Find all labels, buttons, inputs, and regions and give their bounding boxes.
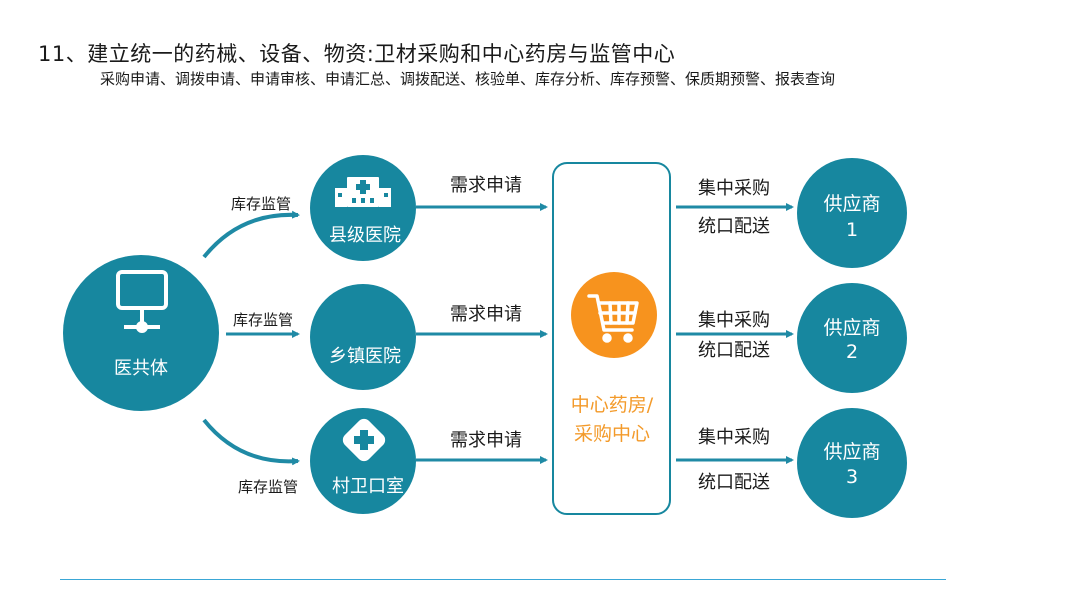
inventory-label-top: 库存监管 bbox=[231, 195, 291, 213]
center-label-line2: 采购中心 bbox=[574, 423, 650, 445]
supplier-3: 供应商 3 bbox=[797, 408, 907, 518]
purchase-label-3: 集中采购 bbox=[698, 427, 770, 448]
delivery-label-3: 统口配送 bbox=[698, 472, 770, 493]
arrow-hub-to-county bbox=[202, 210, 300, 259]
supplier-3-name: 供应商 bbox=[823, 441, 880, 463]
bottom-divider bbox=[60, 579, 946, 580]
request-label-county: 需求申请 bbox=[450, 175, 522, 196]
delivery-label-1: 统口配送 bbox=[698, 216, 770, 237]
facility-village-clinic: 村卫口室 bbox=[310, 408, 416, 514]
purchase-label-2: 集中采购 bbox=[698, 310, 770, 331]
arrow-hub-to-village bbox=[202, 418, 300, 466]
facility-county-label: 县级医院 bbox=[329, 225, 401, 246]
facility-township-label: 乡镇医院 bbox=[329, 346, 401, 367]
hub-node: 医共体 bbox=[63, 255, 219, 411]
inventory-label-mid: 库存监管 bbox=[233, 311, 293, 329]
supplier-1-number: 1 bbox=[846, 219, 858, 241]
center-label-line1: 中心药房/ bbox=[571, 394, 654, 416]
shopping-cart-icon bbox=[587, 294, 639, 343]
facility-county-hospital: 县级医院 bbox=[310, 155, 416, 261]
supplier-2: 供应商 2 bbox=[797, 283, 907, 393]
hub-label: 医共体 bbox=[114, 358, 168, 379]
purchase-label-1: 集中采购 bbox=[698, 178, 770, 199]
pharmacy-procurement-center: 中心药房/ 采购中心 bbox=[552, 162, 671, 515]
page-title: 11、建立统一的药械、设备、物资:卫材采购和中心药房与监管中心 bbox=[38, 42, 676, 66]
medical-cross-icon bbox=[342, 418, 386, 462]
supplier-1: 供应商 1 bbox=[797, 158, 907, 268]
supplier-1-name: 供应商 bbox=[823, 193, 880, 215]
page-subtitle: 采购申请、调拨申请、申请审核、申请汇总、调拨配送、核验单、库存分析、库存预警、保… bbox=[100, 70, 836, 88]
supplier-2-number: 2 bbox=[846, 341, 858, 363]
cart-badge bbox=[571, 272, 657, 358]
delivery-label-2: 统口配送 bbox=[698, 340, 770, 361]
supplier-2-name: 供应商 bbox=[823, 317, 880, 339]
supplier-3-number: 3 bbox=[846, 466, 858, 488]
inventory-label-bottom: 库存监管 bbox=[238, 478, 298, 496]
facility-township-hospital: 乡镇医院 bbox=[310, 284, 416, 390]
facility-village-label: 村卫口室 bbox=[332, 476, 404, 497]
request-label-township: 需求申请 bbox=[450, 304, 522, 325]
monitor-network-icon bbox=[116, 270, 168, 333]
request-label-village: 需求申请 bbox=[450, 430, 522, 451]
